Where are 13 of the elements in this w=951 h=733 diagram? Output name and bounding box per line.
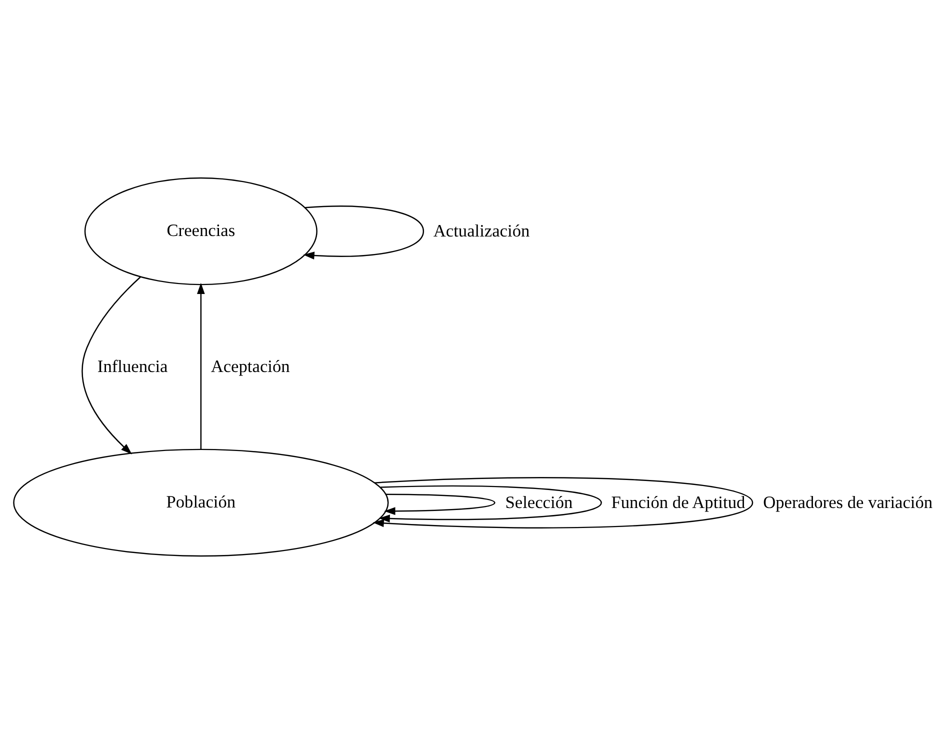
edge-label: Operadores de variación (763, 492, 933, 512)
edge-label: Aceptación (210, 356, 290, 376)
arrow (372, 476, 754, 528)
arrow (378, 484, 602, 522)
arrow (197, 282, 205, 448)
edge-label: Actualización (433, 220, 530, 240)
arrow (384, 493, 496, 514)
edge-label: Función de Aptitud (611, 492, 746, 512)
arrow (82, 276, 141, 454)
arrow (303, 205, 424, 259)
edge-label: Selección (505, 492, 573, 512)
node-ellipse: Creencias (84, 176, 318, 285)
edge-label: Influencia (97, 356, 168, 376)
